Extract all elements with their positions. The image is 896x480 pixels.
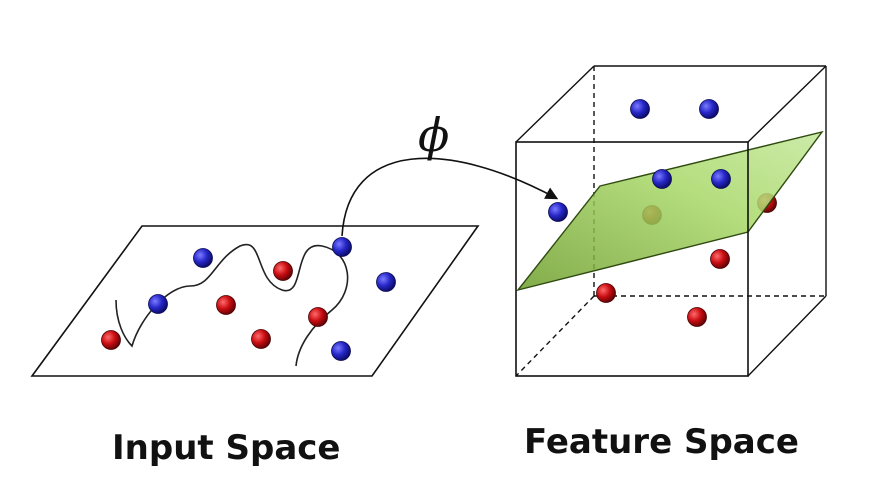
red-point [216, 295, 236, 315]
nonlinear-boundary-curve [115, 243, 349, 367]
blue-point [711, 169, 731, 189]
mapping-arrow [341, 157, 559, 237]
red-point [596, 283, 616, 303]
blue-point [331, 341, 351, 361]
blue-point [699, 99, 719, 119]
input-plane [30, 225, 480, 377]
feature-space-label: Feature Space [524, 422, 799, 462]
input-points [101, 237, 396, 361]
blue-point [548, 202, 568, 222]
mapping-phi-symbol: ϕ [418, 108, 450, 162]
feature-points-front [548, 99, 731, 327]
blue-point [193, 248, 213, 268]
red-point [273, 261, 293, 281]
red-point [687, 307, 707, 327]
feature-space [515, 65, 827, 377]
blue-point [332, 237, 352, 257]
red-point [308, 307, 328, 327]
blue-point [376, 272, 396, 292]
blue-point [630, 99, 650, 119]
red-point [251, 329, 271, 349]
red-point [101, 330, 121, 350]
cube-front-face [515, 141, 749, 377]
cube-back-edges [515, 65, 827, 377]
red-point [710, 249, 730, 269]
input-space-label: Input Space [112, 428, 341, 468]
blue-point [652, 169, 672, 189]
blue-point [148, 294, 168, 314]
input-space [30, 225, 480, 377]
